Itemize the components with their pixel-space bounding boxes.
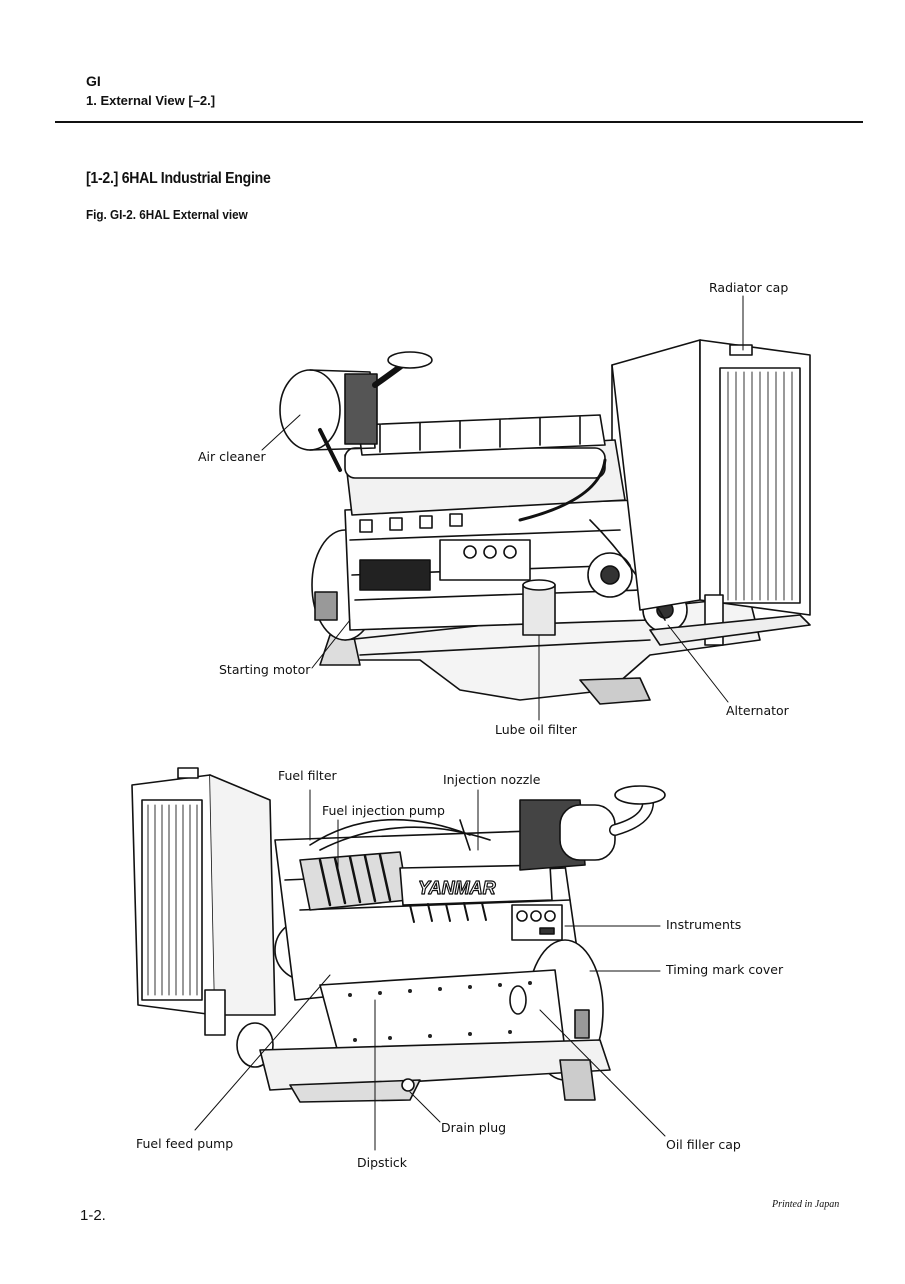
label-injection-nozzle: Injection nozzle (443, 772, 541, 787)
label-fuel-feed-pump: Fuel feed pump (136, 1136, 234, 1151)
printed-note: Printed in Japan (772, 1199, 840, 1210)
label-starting-motor: Starting motor (219, 662, 311, 677)
label-radiator-cap: Radiator cap (709, 280, 789, 295)
label-fuel-injection-pump: Fuel injection pump (322, 803, 445, 818)
figure-caption: Fig. GI-2. 6HAL External view (86, 207, 248, 222)
label-oil-filler-cap: Oil filler cap (666, 1137, 741, 1152)
page-number: 1-2. (80, 1207, 106, 1224)
label-lube-oil-filter: Lube oil filter (495, 722, 577, 737)
label-fuel-filter: Fuel filter (278, 768, 337, 783)
top-engine-drawing (279, 339, 811, 705)
label-instruments: Instruments (666, 917, 742, 932)
yanmar-logo-text: YANMAR (418, 878, 496, 898)
section-code: GI (86, 73, 101, 89)
header-subtitle: 1. External View [–2.] (86, 93, 216, 108)
label-drain-plug: Drain plug (441, 1120, 507, 1135)
label-timing-mark-cover: Timing mark cover (666, 962, 784, 977)
bottom-leader-lines (194, 789, 666, 1151)
label-alternator: Alternator (726, 703, 789, 718)
top-leader-lines (261, 295, 744, 721)
label-air-cleaner: Air cleaner (198, 449, 266, 464)
label-dipstick: Dipstick (357, 1155, 408, 1170)
header-rule (55, 121, 863, 123)
bottom-engine-drawing: YANMAR (131, 767, 666, 1103)
section-title: [1-2.] 6HAL Industrial Engine (86, 170, 271, 187)
